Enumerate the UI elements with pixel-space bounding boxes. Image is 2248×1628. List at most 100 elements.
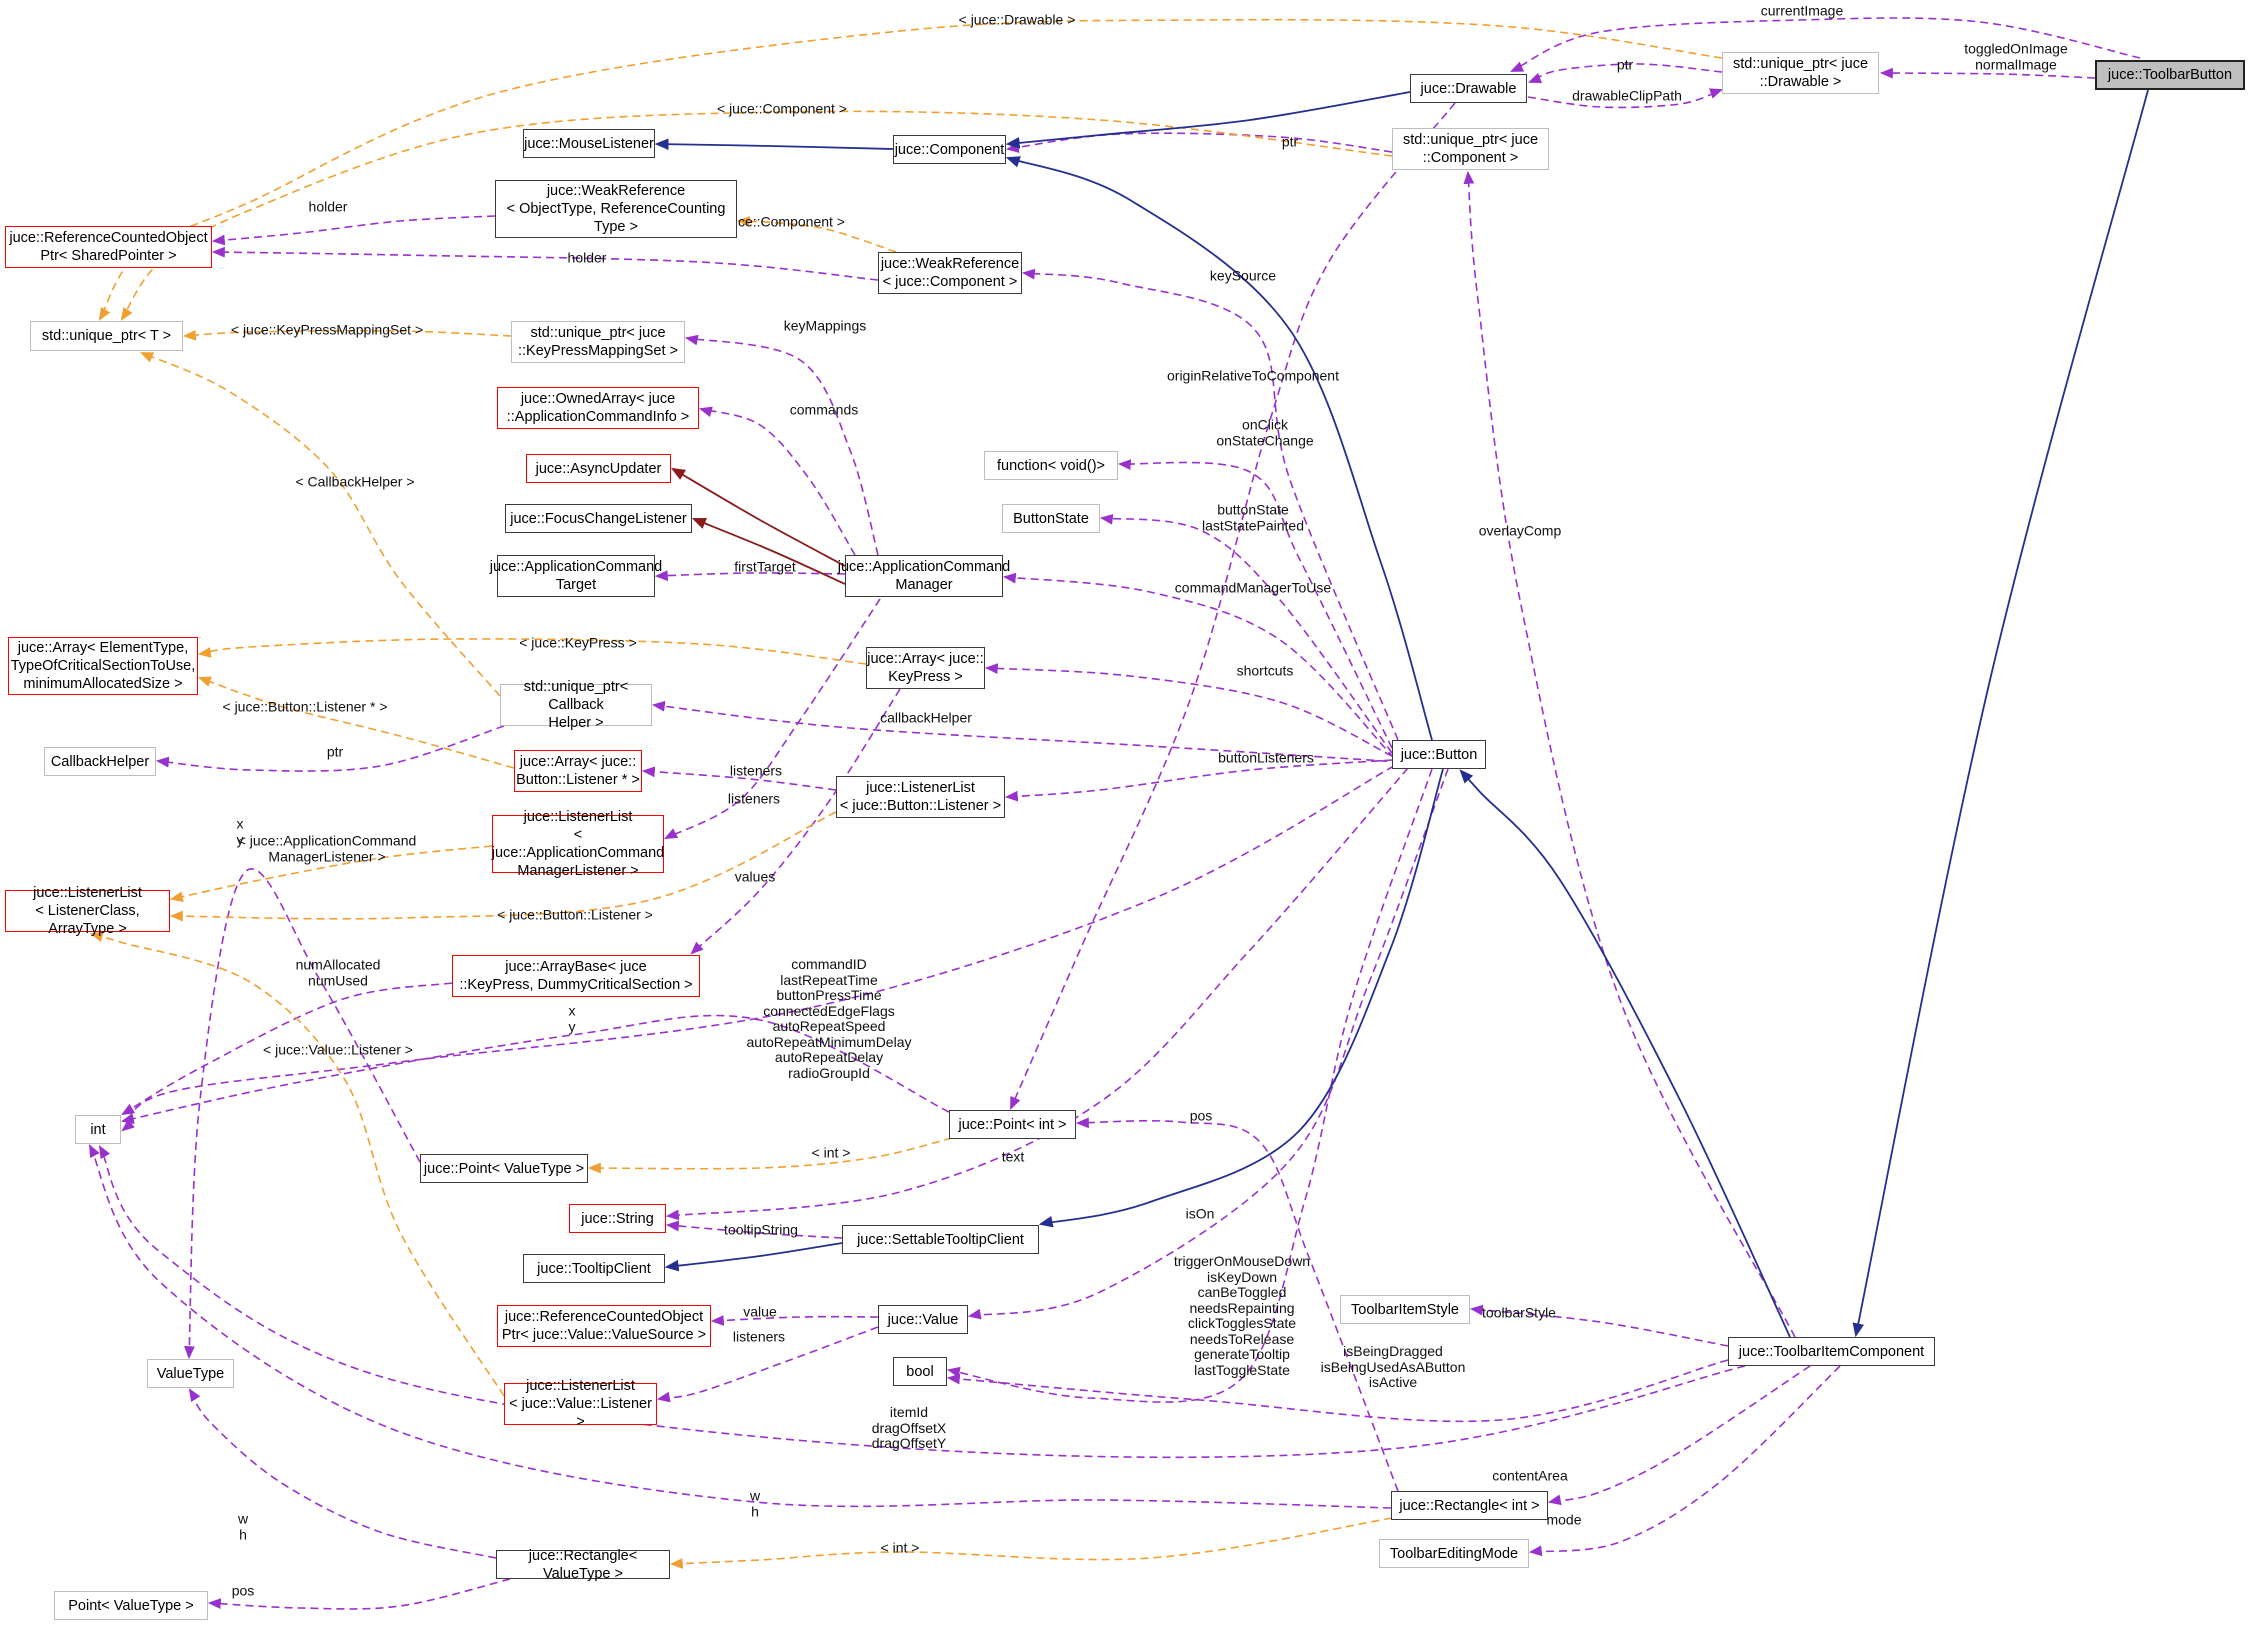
edge-point-int-to-int bbox=[120, 1014, 950, 1124]
node-drawable[interactable]: juce::Drawable bbox=[1410, 74, 1527, 103]
edge-point-valuetype-to-valuetype bbox=[184, 868, 421, 1360]
edge-toolbaritem-component-to-button bbox=[1459, 769, 1791, 1338]
edge-button-to-string bbox=[665, 767, 1409, 1221]
node-array-elementtype[interactable]: juce::Array< ElementType, TypeOfCritical… bbox=[8, 637, 198, 695]
edge-toolbar-button-to-unique-ptr-drawable bbox=[1879, 67, 2096, 79]
edge-unique-ptr-keypressmappingset-to-unique-ptr-t bbox=[182, 329, 512, 341]
edge-button-to-array-keypress bbox=[984, 663, 1393, 757]
edge-rectangle-valuetype-to-point-valuetype-plain bbox=[207, 1578, 511, 1610]
node-button[interactable]: juce::Button bbox=[1392, 740, 1486, 769]
edge-unique-ptr-callbackhelper-to-callback-helper bbox=[155, 725, 505, 772]
edge-unique-ptr-component-to-component bbox=[1005, 132, 1393, 153]
node-unique-ptr-drawable[interactable]: std::unique_ptr< juce ::Drawable > bbox=[1722, 52, 1879, 94]
edge-toolbaritem-component-to-toolbaritem-style bbox=[1469, 1304, 1729, 1347]
edge-toolbaritem-component-to-int bbox=[98, 1145, 1746, 1459]
node-component[interactable]: juce::Component bbox=[893, 135, 1006, 164]
node-refcounted-sharedpointer[interactable]: juce::ReferenceCountedObject Ptr< Shared… bbox=[5, 226, 212, 268]
node-bool[interactable]: bool bbox=[893, 1357, 947, 1386]
edge-application-command-manager-to-focus-change-listener bbox=[691, 518, 846, 585]
node-unique-ptr-keypressmappingset[interactable]: std::unique_ptr< juce ::KeyPressMappingS… bbox=[511, 321, 685, 363]
node-rectangle-int[interactable]: juce::Rectangle< int > bbox=[1391, 1491, 1548, 1520]
node-toolbar-editing-mode[interactable]: ToolbarEditingMode bbox=[1379, 1539, 1529, 1568]
node-point-valuetype-plain[interactable]: Point< ValueType > bbox=[54, 1591, 208, 1620]
edge-application-command-manager-to-async-updater bbox=[670, 467, 846, 567]
node-settable-tooltip-client[interactable]: juce::SettableTooltipClient bbox=[842, 1225, 1039, 1254]
node-mouse-listener[interactable]: juce::MouseListener bbox=[523, 129, 655, 158]
node-toolbaritem-component[interactable]: juce::ToolbarItemComponent bbox=[1728, 1337, 1935, 1366]
edge-rectangle-int-to-int bbox=[89, 1144, 1392, 1509]
node-ownedarray-commandinfo[interactable]: juce::OwnedArray< juce ::ApplicationComm… bbox=[497, 387, 699, 429]
edge-button-to-int bbox=[121, 765, 1395, 1132]
node-value[interactable]: juce::Value bbox=[878, 1305, 968, 1334]
edge-unique-ptr-callbackhelper-to-unique-ptr-t bbox=[140, 352, 501, 697]
node-function-void[interactable]: function< void()> bbox=[984, 451, 1118, 480]
edge-application-command-manager-to-listenerlist-acml bbox=[664, 598, 881, 839]
node-weakref-component[interactable]: juce::WeakReference < juce::Component > bbox=[878, 252, 1022, 294]
node-string[interactable]: juce::String bbox=[569, 1204, 666, 1233]
edge-component-to-mouse-listener bbox=[654, 138, 894, 151]
edge-unique-ptr-drawable-to-unique-ptr-t bbox=[98, 18, 1723, 321]
node-unique-ptr-component[interactable]: std::unique_ptr< juce ::Component > bbox=[1392, 128, 1549, 170]
edge-button-to-button-state bbox=[1099, 513, 1393, 754]
edge-listenerlist-button-listener-to-listenerlist-template bbox=[169, 811, 837, 922]
edge-settable-tooltip-client-to-tooltip-client bbox=[664, 1242, 843, 1272]
edge-value-to-listenerlist-value-listener bbox=[656, 1326, 879, 1403]
edge-settable-tooltip-client-to-string bbox=[665, 1220, 843, 1239]
node-toolbaritem-style[interactable]: ToolbarItemStyle bbox=[1340, 1295, 1470, 1324]
node-callback-helper[interactable]: CallbackHelper bbox=[44, 747, 156, 776]
edge-toolbar-button-to-drawable bbox=[1510, 17, 2141, 72]
node-weakref-template[interactable]: juce::WeakReference < ObjectType, Refere… bbox=[495, 180, 737, 238]
node-focus-change-listener[interactable]: juce::FocusChangeListener bbox=[505, 504, 692, 533]
edge-toolbaritem-component-to-toolbar-editing-mode bbox=[1528, 1365, 1841, 1557]
edge-unique-ptr-drawable-to-drawable bbox=[1527, 63, 1723, 83]
edge-rectangle-valuetype-to-valuetype bbox=[188, 1388, 497, 1559]
node-tooltip-client[interactable]: juce::TooltipClient bbox=[523, 1254, 665, 1283]
edge-unique-ptr-component-to-unique-ptr-t bbox=[120, 110, 1393, 321]
edge-button-to-weakref-component bbox=[1021, 268, 1399, 741]
node-point-valuetype[interactable]: juce::Point< ValueType > bbox=[420, 1154, 588, 1183]
edge-toolbaritem-component-to-unique-ptr-component bbox=[1463, 170, 1796, 1338]
edge-array-button-listener-ptr-to-array-elementtype bbox=[197, 676, 515, 769]
node-refcounted-valuesource[interactable]: juce::ReferenceCountedObject Ptr< juce::… bbox=[497, 1305, 711, 1347]
edge-array-keypress-to-arraybase-keypress bbox=[690, 688, 901, 955]
edge-button-to-application-command-manager bbox=[1002, 572, 1395, 759]
edge-listenerlist-button-listener-to-array-button-listener-ptr bbox=[641, 766, 837, 791]
edge-button-to-unique-ptr-callbackhelper bbox=[651, 700, 1401, 763]
edge-arraybase-keypress-to-int bbox=[121, 982, 453, 1116]
node-async-updater[interactable]: juce::AsyncUpdater bbox=[526, 454, 671, 483]
edge-toolbaritem-component-to-bool bbox=[946, 1359, 1729, 1423]
edge-array-keypress-to-array-elementtype bbox=[197, 638, 867, 665]
node-array-keypress[interactable]: juce::Array< juce:: KeyPress > bbox=[866, 647, 985, 689]
edge-toolbar-button-to-toolbaritem-component bbox=[1852, 89, 2149, 1338]
node-application-command-target[interactable]: juce::ApplicationCommand Target bbox=[490, 555, 662, 597]
edge-point-int-to-point-valuetype bbox=[587, 1137, 953, 1174]
edge-drawable-to-point-int bbox=[1010, 102, 1456, 1110]
edge-weakref-template-to-refcounted-sharedpointer bbox=[211, 215, 496, 246]
edge-value-to-refcounted-valuesource bbox=[710, 1315, 879, 1326]
node-listenerlist-acml[interactable]: juce::ListenerList < juce::ApplicationCo… bbox=[491, 809, 665, 879]
node-unique-ptr-t[interactable]: std::unique_ptr< T > bbox=[30, 321, 183, 351]
node-listenerlist-value-listener[interactable]: juce::ListenerList < juce::Value::Listen… bbox=[504, 1378, 657, 1430]
node-listenerlist-button-listener[interactable]: juce::ListenerList < juce::Button::Liste… bbox=[836, 776, 1005, 818]
node-listenerlist-template[interactable]: juce::ListenerList < ListenerClass, Arra… bbox=[5, 885, 170, 937]
node-int[interactable]: int bbox=[75, 1115, 121, 1144]
edge-button-to-component bbox=[1005, 156, 1433, 741]
edge-button-to-function-void bbox=[1117, 459, 1393, 749]
node-rectangle-valuetype[interactable]: juce::Rectangle< ValueType > bbox=[496, 1548, 670, 1582]
edge-rectangle-int-to-rectangle-valuetype bbox=[669, 1517, 1393, 1569]
edge-listenerlist-value-listener-to-listenerlist-template bbox=[89, 931, 505, 1397]
node-arraybase-keypress[interactable]: juce::ArrayBase< juce ::KeyPress, DummyC… bbox=[452, 955, 700, 997]
node-point-int[interactable]: juce::Point< int > bbox=[949, 1110, 1076, 1139]
node-array-button-listener-ptr[interactable]: juce::Array< juce:: Button::Listener * > bbox=[514, 750, 642, 792]
node-toolbar-button[interactable]: juce::ToolbarButton bbox=[2095, 60, 2245, 90]
edge-button-to-settable-tooltip-client bbox=[1038, 768, 1444, 1228]
node-valuetype[interactable]: ValueType bbox=[147, 1359, 234, 1388]
node-button-state[interactable]: ButtonState bbox=[1002, 504, 1100, 533]
edge-rectangle-int-to-point-int bbox=[1075, 1117, 1399, 1492]
edge-toolbaritem-component-to-rectangle-int bbox=[1547, 1365, 1811, 1506]
edge-drawable-to-unique-ptr-drawable bbox=[1527, 88, 1724, 109]
node-unique-ptr-callbackhelper[interactable]: std::unique_ptr< Callback Helper > bbox=[500, 679, 652, 731]
node-application-command-manager[interactable]: juce::ApplicationCommand Manager bbox=[838, 555, 1010, 597]
